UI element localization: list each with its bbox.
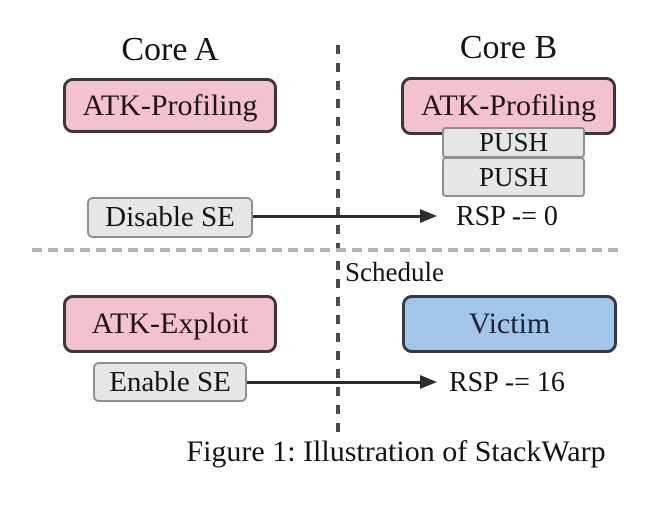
atk-exploit-box: ATK-Exploit [63, 295, 277, 353]
atk-profiling-box-core-a: ATK-Profiling [63, 78, 277, 133]
core-b-title: Core B [459, 29, 558, 66]
disable-se-box: Disable SE [87, 197, 253, 238]
push-box-bottom: PUSH [442, 157, 585, 197]
enable-se-box: Enable SE [93, 362, 247, 402]
enable-se-arrow-line [247, 381, 422, 384]
schedule-label: Schedule [345, 257, 444, 287]
rsp-zero-label: RSP -= 0 [456, 201, 558, 232]
figure-caption: Figure 1: Illustration of StackWarp [186, 435, 606, 468]
push-box-top: PUSH [442, 127, 585, 158]
atk-profiling-box-core-b: ATK-Profiling [401, 77, 616, 135]
rsp-sixteen-label: RSP -= 16 [449, 367, 565, 398]
victim-box: Victim [402, 295, 617, 353]
enable-se-arrow-head-icon [420, 375, 437, 389]
disable-se-arrow-line [253, 215, 422, 218]
row-divider-dashed-line [32, 248, 623, 252]
column-divider-dashed-line [336, 45, 340, 437]
disable-se-arrow-head-icon [420, 209, 437, 223]
core-a-title: Core A [121, 31, 219, 68]
